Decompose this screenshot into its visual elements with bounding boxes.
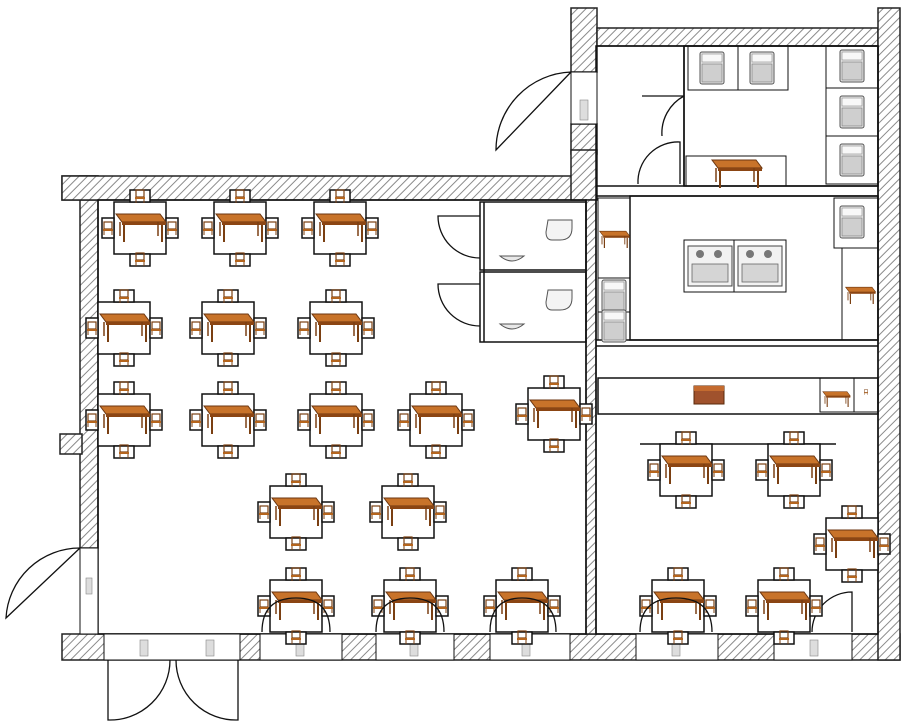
window-swing-arcs xyxy=(261,597,713,633)
windows xyxy=(79,71,853,661)
sink-icon xyxy=(498,255,526,330)
stove-icon xyxy=(687,245,783,287)
cabinet-icon xyxy=(693,159,763,405)
toilet-icon xyxy=(545,219,573,311)
door-icon xyxy=(5,71,853,721)
